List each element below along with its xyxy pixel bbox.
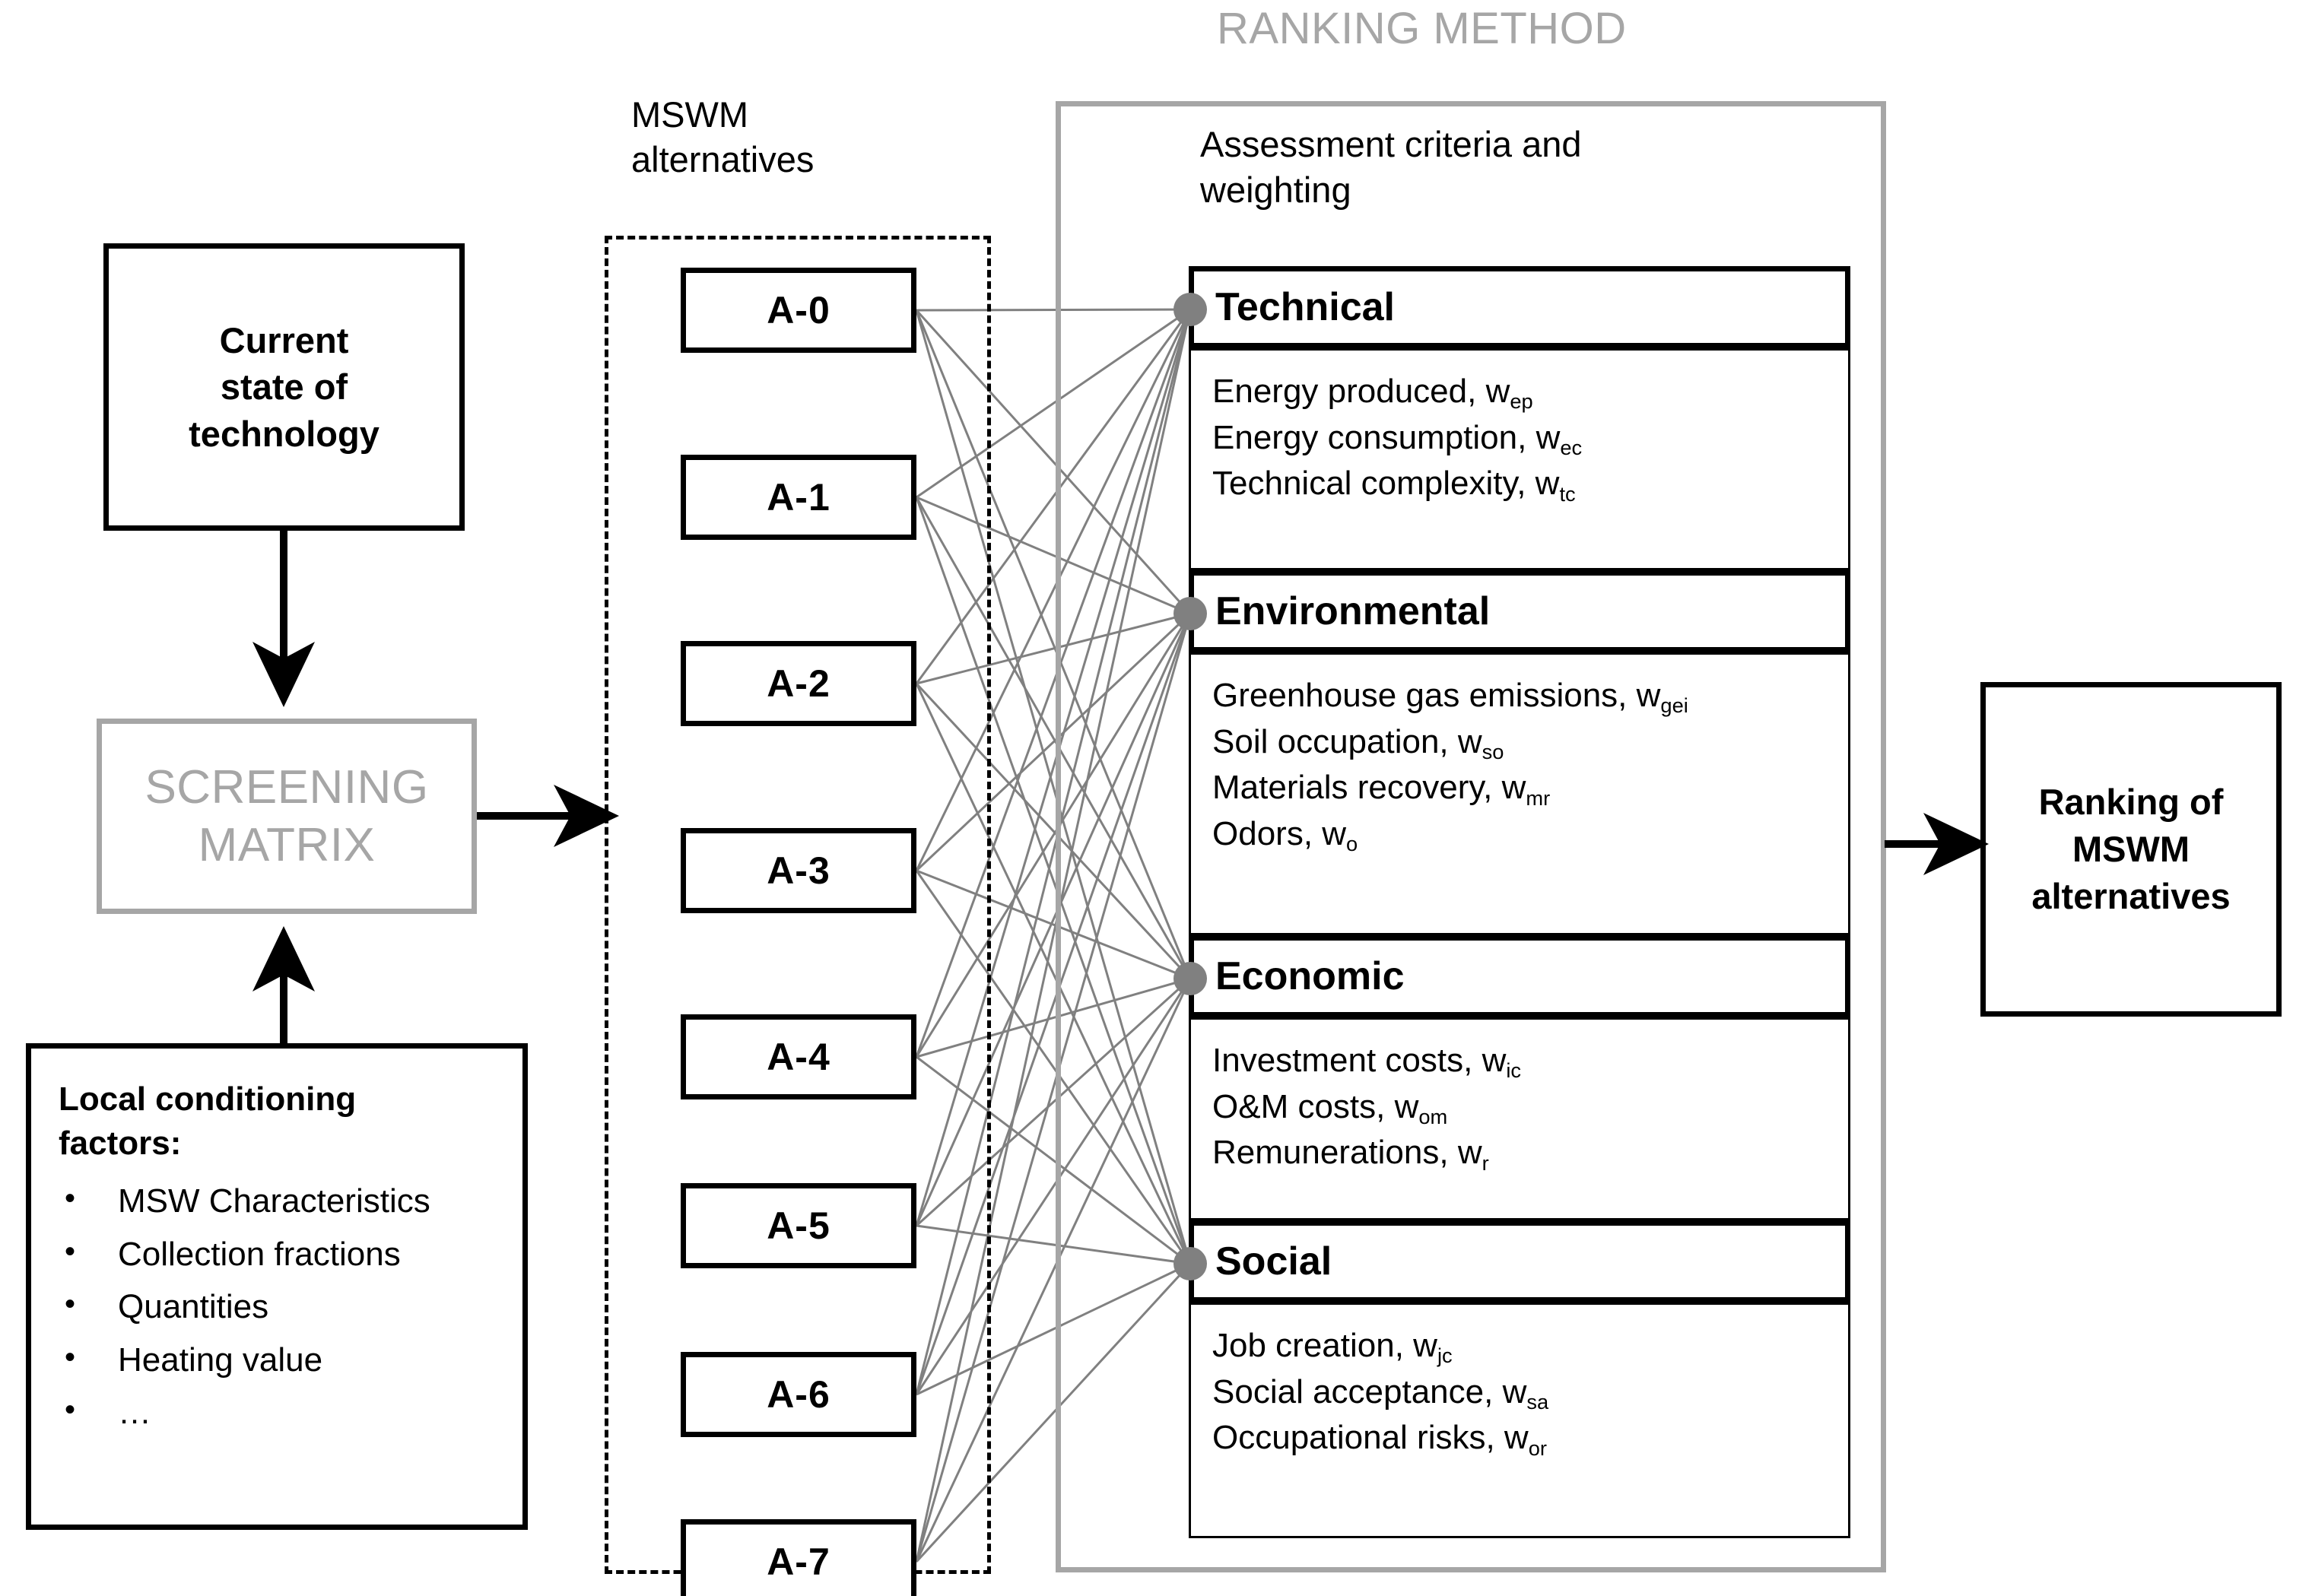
assessment-criteria-label: Assessment criteria and weighting [1200,124,1582,211]
alternative-label: A-1 [767,476,830,519]
list-item: … [59,1386,503,1439]
criteria-item: Soil occupation, wso [1212,722,1504,763]
alternative-box-a-7[interactable]: A-7 [681,1519,916,1596]
connector-dot-technical [1173,293,1207,326]
criteria-body-environmental: Greenhouse gas emissions, wgei Soil occu… [1189,652,1850,935]
criteria-item: Energy consumption, wec [1212,418,1583,459]
list-item: Collection fractions [59,1228,503,1281]
ranking-output-box: Ranking of MSWM alternatives [1980,682,2282,1017]
alternative-label: A-0 [767,289,830,332]
alternative-label: A-5 [767,1204,830,1247]
criteria-body-social: Job creation, wjc Social acceptance, wsa… [1189,1303,1850,1538]
connector-dot-economic [1173,962,1207,995]
criteria-item: Odors, wo [1212,815,1358,856]
criteria-header-social[interactable]: Social [1189,1220,1850,1303]
list-item: Quantities [59,1280,503,1334]
screening-matrix-label: SCREENING MATRIX [144,760,429,871]
criteria-item: Social acceptance, wsa [1212,1372,1549,1414]
ranking-method-title: RANKING METHOD [1217,4,1627,53]
connector-dot-environmental [1173,597,1207,630]
alternative-box-a-0[interactable]: A-0 [681,268,916,353]
criteria-item: Greenhouse gas emissions, wgei [1212,677,1688,718]
alternative-label: A-6 [767,1373,830,1416]
criteria-body-economic: Investment costs, wic O&M costs, wom Rem… [1189,1017,1850,1220]
alternative-box-a-4[interactable]: A-4 [681,1014,916,1099]
alternative-box-a-6[interactable]: A-6 [681,1352,916,1437]
local-conditioning-factors-box: Local conditioning factors: MSW Characte… [26,1043,528,1530]
mswm-alternatives-label: MSWM alternatives [631,94,815,179]
current-state-of-technology-box: Current state of technology [103,243,465,531]
ranking-output-label: Ranking of MSWM alternatives [2031,781,2231,917]
criteria-item: Occupational risks, wor [1212,1419,1547,1460]
criteria-header-label: Environmental [1215,589,1491,633]
screening-matrix-box: SCREENING MATRIX [97,719,477,914]
alternative-label: A-4 [767,1036,830,1078]
criteria-header-technical[interactable]: Technical [1189,266,1850,348]
criteria-item: Remunerations, wr [1212,1134,1489,1175]
criteria-item: Energy produced, wep [1212,373,1533,414]
criteria-header-label: Social [1215,1239,1332,1283]
criteria-item: O&M costs, wom [1212,1087,1448,1128]
alternative-box-a-1[interactable]: A-1 [681,455,916,540]
criteria-item: Technical complexity, wtc [1212,465,1576,506]
connector-dot-social [1173,1247,1207,1280]
list-item: MSW Characteristics [59,1175,503,1228]
criteria-item: Investment costs, wic [1212,1042,1522,1083]
criteria-header-economic[interactable]: Economic [1189,935,1850,1017]
alternative-label: A-7 [767,1540,830,1583]
list-item: Heating value [59,1334,503,1387]
criteria-header-environmental[interactable]: Environmental [1189,570,1850,652]
criteria-header-label: Technical [1215,285,1396,329]
local-factors-list: MSW Characteristics Collection fractions… [59,1175,503,1439]
criteria-item: Materials recovery, wmr [1212,769,1551,810]
criteria-item: Job creation, wjc [1212,1327,1453,1368]
alternative-box-a-3[interactable]: A-3 [681,828,916,913]
alternative-box-a-2[interactable]: A-2 [681,641,916,726]
current-state-label: Current state of technology [189,320,380,454]
criteria-body-technical: Energy produced, wep Energy consumption,… [1189,348,1850,570]
criteria-header-label: Economic [1215,954,1405,998]
alternative-label: A-3 [767,849,830,892]
local-factors-title: Local conditioning factors: [59,1080,357,1163]
alternative-box-a-5[interactable]: A-5 [681,1183,916,1268]
alternative-label: A-2 [767,662,830,705]
